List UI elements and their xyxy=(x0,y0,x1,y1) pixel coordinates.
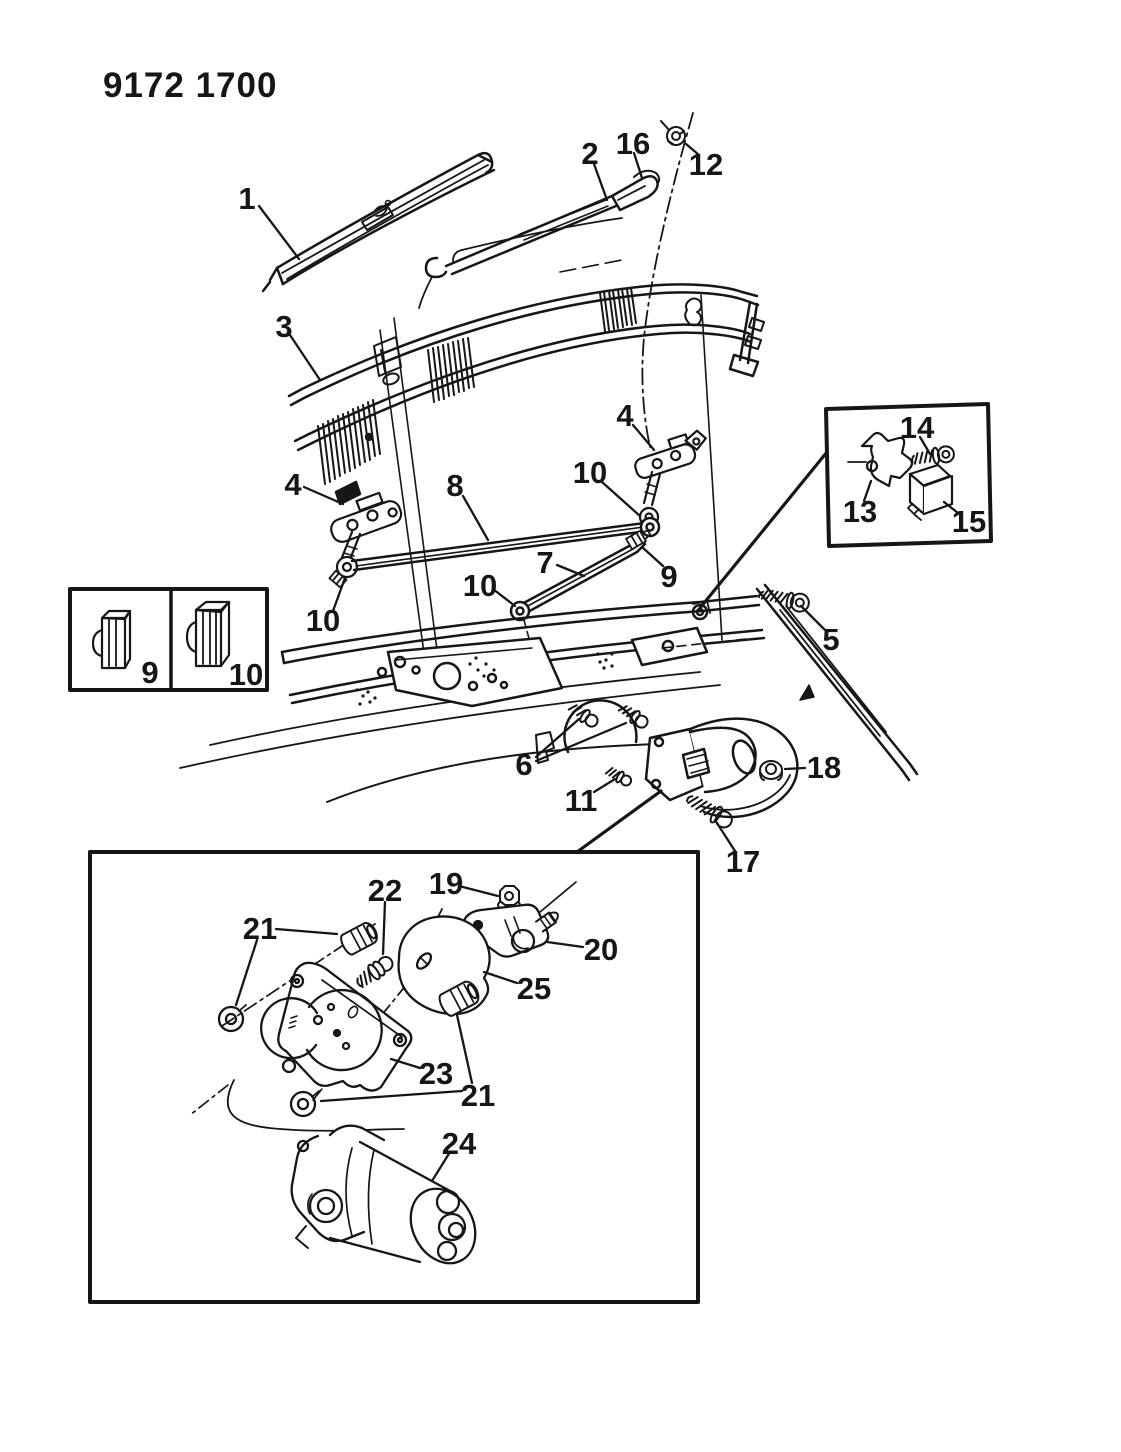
callout-grille: 3 xyxy=(275,309,292,344)
grommet-upper-art xyxy=(340,922,378,956)
callout-screw5: 5 xyxy=(822,622,839,657)
pivot-nut xyxy=(660,120,686,146)
callout-bushing9: 9 xyxy=(660,559,677,594)
pivot-hardware-inset-box xyxy=(824,402,993,548)
motor-screw xyxy=(604,767,633,787)
callout-grommet21a: 21 xyxy=(243,911,277,946)
inset-connector-art xyxy=(907,463,954,521)
callout-bushing10c: 10 xyxy=(306,603,340,638)
wiper-arm xyxy=(418,169,661,309)
callout-screw11: 11 xyxy=(565,783,598,818)
motor-nut xyxy=(759,760,783,781)
grommet-lower-art xyxy=(438,980,480,1017)
detail-pointer-line xyxy=(575,789,663,854)
inset-bushing-10-art xyxy=(185,600,231,668)
texture-dots xyxy=(355,652,614,706)
drive-link xyxy=(509,529,651,659)
pivot-axis-line xyxy=(641,112,694,448)
alignment-lines-left xyxy=(379,317,439,669)
callout-pivot-left: 4 xyxy=(284,467,302,502)
callout-bushing10b: 10 xyxy=(463,568,497,603)
callout-conn15: 15 xyxy=(952,504,986,539)
cowl-screw xyxy=(758,589,810,613)
stud-art xyxy=(356,955,394,989)
figure-id: 9172 1700 xyxy=(103,66,277,105)
callout-pivot-right: 4 xyxy=(616,398,634,433)
mount-bracket-art xyxy=(260,961,413,1092)
windshield-pillar xyxy=(755,583,919,782)
callout-rod8: 8 xyxy=(446,468,463,503)
callout-arm: 2 xyxy=(581,136,598,171)
alignment-line-right xyxy=(700,294,723,641)
pivot-assembly-left xyxy=(328,491,403,589)
callout-screw14: 14 xyxy=(900,410,935,445)
inset-bushing-9-art xyxy=(91,609,132,670)
motor-detail-inset-box xyxy=(88,850,700,1304)
callout-gasket25: 25 xyxy=(517,971,551,1006)
callout-rod7: 7 xyxy=(536,545,553,580)
callout-bracket13: 13 xyxy=(843,494,877,529)
leader-lines xyxy=(234,142,960,1183)
bushing-inset-box xyxy=(68,587,269,692)
bushing-9 xyxy=(625,529,651,551)
callout-motor24: 24 xyxy=(442,1126,477,1161)
cowl-plenum xyxy=(179,594,766,803)
pivot-assembly-right xyxy=(634,429,707,528)
callout-nut12: 12 xyxy=(689,147,723,182)
callout-inset9: 9 xyxy=(141,655,158,690)
leader-curve xyxy=(226,1079,405,1132)
wiper-motor-art xyxy=(290,1124,477,1265)
inset-pointer-line xyxy=(698,450,829,610)
callout-crank20: 20 xyxy=(584,932,618,967)
motor-assembly xyxy=(563,699,799,854)
callout-grommet21b: 21 xyxy=(461,1078,495,1113)
connecting-rod xyxy=(350,516,661,572)
callout-bolt17: 17 xyxy=(726,844,760,879)
callout-inset10: 10 xyxy=(229,657,263,692)
callout-bracket23: 23 xyxy=(419,1056,453,1091)
callout-labels: 1 2 16 12 3 4 4 8 10 7 9 10 10 13 14 15 … xyxy=(141,126,986,1161)
inset-screw-art xyxy=(911,445,955,465)
callout-bushing10a: 10 xyxy=(573,455,607,490)
callout-cap: 16 xyxy=(616,126,650,161)
callout-nut19: 19 xyxy=(429,866,463,901)
wiper-blade xyxy=(261,151,496,293)
callout-stud22: 22 xyxy=(368,873,402,908)
retainer-clip xyxy=(684,297,703,327)
inset-bracket-art xyxy=(847,431,914,488)
cowl-grille xyxy=(287,283,765,506)
callout-blade: 1 xyxy=(238,181,255,216)
callout-screws6: 6 xyxy=(515,747,532,782)
callout-nut18: 18 xyxy=(807,750,841,785)
